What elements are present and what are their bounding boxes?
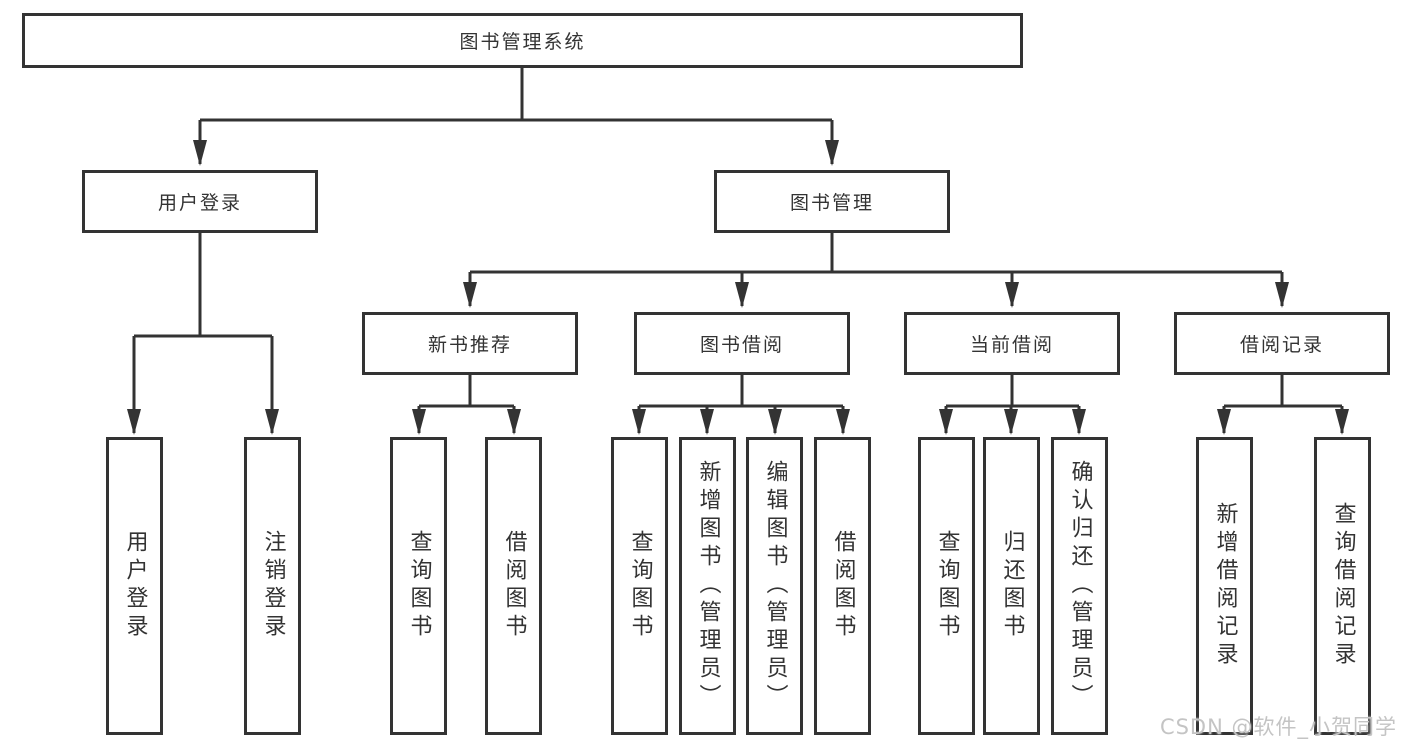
node-cb-query-books: 查询图书 (918, 437, 975, 735)
node-label: 当前借阅 (969, 334, 1054, 356)
node-label: 查询图书 (406, 530, 432, 642)
node-label: 新增借阅记录 (1212, 502, 1238, 670)
node-label: 查询图书 (934, 530, 960, 642)
connector-book-borrowing-to-leaves (632, 375, 850, 435)
node-cb-confirm-return-admin: 确认归还（管理员） (1051, 437, 1108, 735)
node-book-borrowing: 图书借阅 (634, 312, 850, 375)
node-label: 图书借阅 (699, 334, 784, 356)
node-user-login-leaf: 用户登录 (106, 437, 163, 735)
node-label: 确认归还（管理员） (1067, 460, 1093, 712)
node-label: 查询图书 (627, 530, 653, 642)
connector-new-book-recommend-to-leaves (412, 375, 521, 435)
node-label: 图书管理 (789, 192, 874, 214)
node-borrowing-records: 借阅记录 (1174, 312, 1390, 375)
node-cb-return-books: 归还图书 (983, 437, 1040, 735)
node-br-query-record: 查询借阅记录 (1314, 437, 1371, 735)
connector-book-management-to-level3 (463, 233, 1289, 308)
node-label: 新书推荐 (427, 334, 512, 356)
connector-current-borrowing-to-leaves (939, 375, 1086, 435)
node-nbr-query-books: 查询图书 (390, 437, 447, 735)
csdn-watermark: CSDN @软件_小贺同学 (1159, 715, 1397, 739)
node-label: 借阅图书 (501, 530, 527, 642)
node-label: 查询借阅记录 (1330, 502, 1356, 670)
node-bb-add-books-admin: 新增图书（管理员） (679, 437, 736, 735)
node-label: 图书管理系统 (459, 31, 586, 53)
node-label: 借阅图书 (830, 530, 856, 642)
node-new-book-recommend: 新书推荐 (362, 312, 578, 375)
node-label: 编辑图书（管理员） (762, 460, 788, 712)
node-user-login: 用户登录 (82, 170, 318, 233)
node-logout-leaf: 注销登录 (244, 437, 301, 735)
connector-borrowing-records-to-leaves (1217, 375, 1349, 435)
node-bb-edit-books-admin: 编辑图书（管理员） (746, 437, 803, 735)
node-label: 归还图书 (999, 530, 1025, 642)
node-bb-borrow-books: 借阅图书 (814, 437, 871, 735)
connector-root-to-level2 (193, 68, 839, 166)
node-nbr-borrow-books: 借阅图书 (485, 437, 542, 735)
node-root: 图书管理系统 (22, 13, 1023, 68)
node-label: 用户登录 (122, 530, 148, 642)
node-bb-query-books: 查询图书 (611, 437, 668, 735)
connector-user-login-to-leaves (127, 233, 279, 435)
node-label: 注销登录 (260, 530, 286, 642)
node-br-add-record: 新增借阅记录 (1196, 437, 1253, 735)
node-label: 新增图书（管理员） (695, 460, 721, 712)
node-label: 用户登录 (157, 192, 242, 214)
node-current-borrowing: 当前借阅 (904, 312, 1120, 375)
node-book-management: 图书管理 (714, 170, 950, 233)
node-label: 借阅记录 (1239, 334, 1324, 356)
